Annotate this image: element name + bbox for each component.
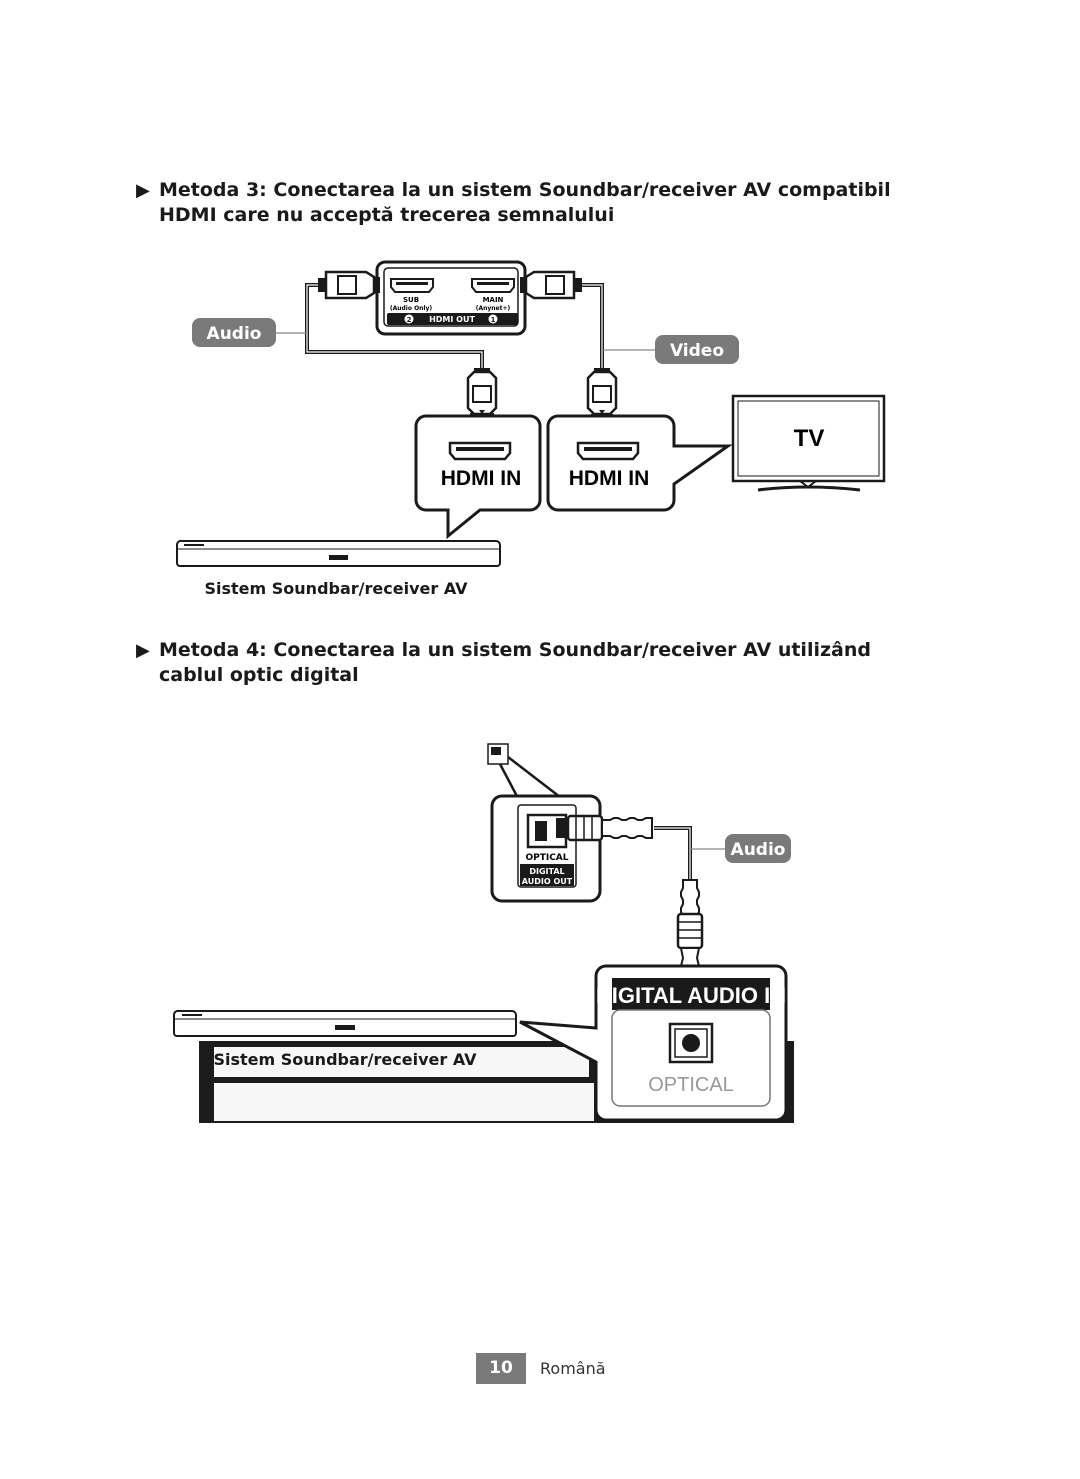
optical-in-port-icon xyxy=(668,1022,714,1064)
hdmi-plug-icon xyxy=(466,368,498,423)
hdmi-out-label: HDMI OUT xyxy=(429,315,475,324)
hdmi-plug-icon xyxy=(586,368,618,422)
hdmi-port-icon xyxy=(390,278,434,293)
audio-pill-label-m4: Audio xyxy=(731,840,786,860)
page-language: Română xyxy=(540,1359,606,1378)
sub-port-label: SUB xyxy=(403,296,419,304)
hdmi-port-icon xyxy=(471,278,515,293)
hdmi-plug-icon xyxy=(520,270,582,300)
badge-1: 1 xyxy=(491,316,496,324)
digital-label: DIGITAL xyxy=(529,867,564,876)
hdmi-port-icon xyxy=(448,441,512,461)
bullet-arrow-icon: ▶ xyxy=(136,640,150,661)
method4-heading: ▶ Metoda 4: Conectarea la un sistem Soun… xyxy=(136,638,936,688)
method4-diagram: OPTICAL DIGITAL AUDIO OUT Audio DIGITAL … xyxy=(173,743,794,1123)
optical-plug-icon xyxy=(556,814,653,842)
badge-2: 2 xyxy=(407,316,412,324)
audio-out-label: AUDIO OUT xyxy=(522,877,573,886)
bullet-arrow-icon: ▶ xyxy=(136,180,150,201)
hdmi-port-icon xyxy=(576,441,640,461)
optical-out-label: OPTICAL xyxy=(525,853,568,863)
hdmi-in-label-soundbar: HDMI IN xyxy=(441,467,522,490)
digital-audio-in-label: DIGITAL AUDIO IN xyxy=(596,983,786,1008)
hdmi-in-callout-tv xyxy=(546,414,733,512)
hdmi-plug-icon xyxy=(318,270,380,300)
method3-heading: ▶ Metoda 3: Conectarea la un sistem Soun… xyxy=(136,178,936,228)
hdmi-in-label-tv: HDMI IN xyxy=(569,467,650,490)
soundbar-caption-m3: Sistem Soundbar/receiver AV xyxy=(205,579,469,598)
method3-title: Metoda 3: Conectarea la un sistem Soundb… xyxy=(159,179,891,226)
sub-port-sublabel: (Audio Only) xyxy=(390,305,433,312)
soundbar-icon xyxy=(176,539,501,567)
soundbar-caption-m4: Sistem Soundbar/receiver AV xyxy=(214,1050,478,1069)
video-pill-label: Video xyxy=(670,341,724,361)
audio-pill-label: Audio xyxy=(207,324,262,344)
tv-label: TV xyxy=(794,425,825,452)
tv-icon xyxy=(731,394,886,492)
hdmi-out-port-panel: SUB (Audio Only) MAIN (Anynet+) 2 1 HDMI… xyxy=(375,260,527,336)
page-number: 10 xyxy=(476,1353,526,1384)
main-port-label: MAIN xyxy=(483,296,504,304)
method3-diagram: SUB (Audio Only) MAIN (Anynet+) 2 1 HDMI… xyxy=(176,260,886,598)
main-port-sublabel: (Anynet+) xyxy=(476,305,511,312)
optical-port-small-icon xyxy=(487,743,509,765)
optical-in-label: OPTICAL xyxy=(648,1074,734,1096)
soundbar-icon xyxy=(173,1009,517,1037)
method4-title: Metoda 4: Conectarea la un sistem Soundb… xyxy=(159,639,871,686)
